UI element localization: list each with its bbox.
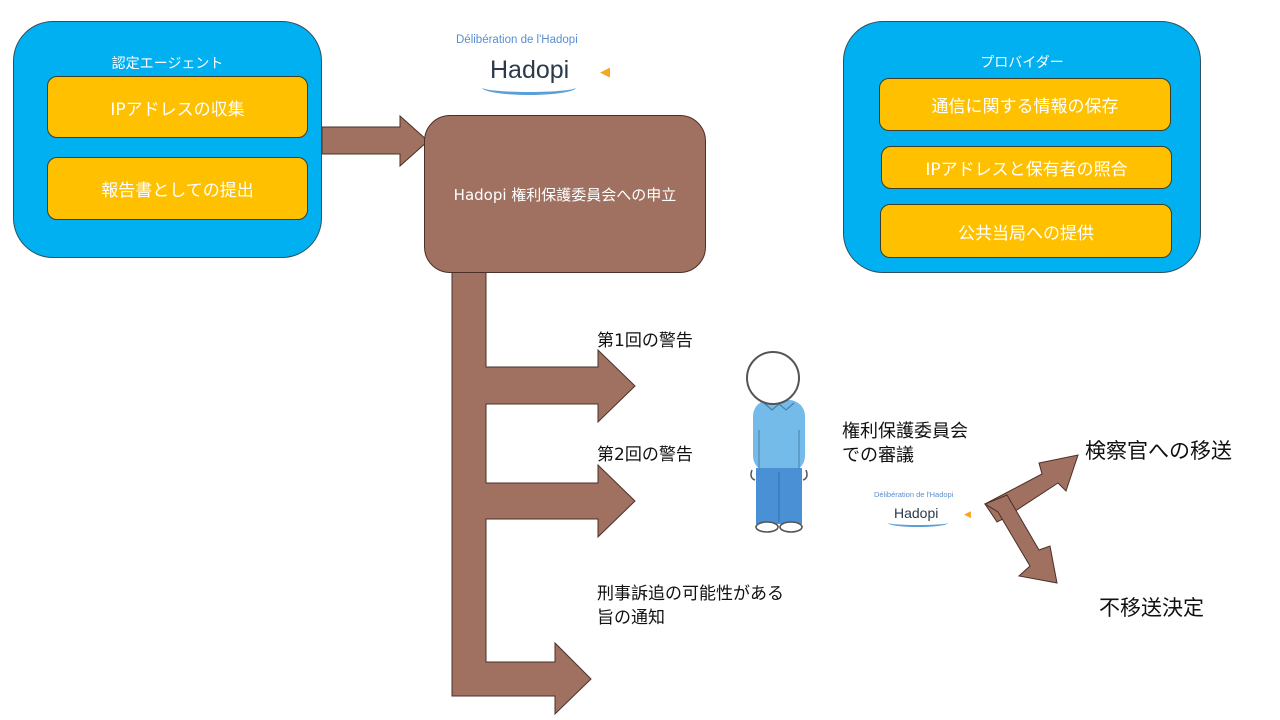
label-second-warning: 第2回の警告 xyxy=(597,445,693,465)
task-provide-authorities: 公共当局への提供 xyxy=(880,204,1172,258)
hadopi-logo-top: Délibération de l'Hadopi Hadopi ◀ xyxy=(450,34,620,98)
logo-caption: Délibération de l'Hadopi xyxy=(456,34,578,46)
logo-word: Hadopi xyxy=(894,505,939,521)
logo-marker-icon: ◀ xyxy=(600,65,610,80)
agent-group-title: 認定エージェント xyxy=(111,56,224,72)
person-icon xyxy=(746,351,808,533)
agent-group: 認定エージェント IPアドレスの収集 報告書としての提出 xyxy=(13,21,322,258)
task-submit-report: 報告書としての提出 xyxy=(47,157,308,220)
hadopi-logo-bottom: Délibération de l'Hadopi Hadopi ◀ xyxy=(872,490,982,534)
arrow-agent-to-central xyxy=(321,114,429,168)
provider-group-title: プロバイダー xyxy=(980,55,1064,71)
label-deliberation-line1: 権利保護委員会 xyxy=(842,421,968,442)
task-store-comm-info: 通信に関する情報の保存 xyxy=(879,78,1171,131)
logo-swoosh-icon xyxy=(482,80,576,95)
outcome-referral: 検察官への移送 xyxy=(1085,439,1232,463)
label-deliberation-line2: での審議 xyxy=(842,445,914,466)
task-match-ip-holder: IPアドレスと保有者の照合 xyxy=(881,146,1172,189)
task-collect-ip: IPアドレスの収集 xyxy=(47,76,308,138)
central-petition-box: Hadopi 権利保護委員会への申立 xyxy=(424,115,706,273)
arrow-trunk-branches xyxy=(451,271,636,716)
logo-marker-icon: ◀ xyxy=(964,510,971,520)
label-notice-line1: 刑事訴追の可能性がある xyxy=(597,584,784,604)
logo-caption: Délibération de l'Hadopi xyxy=(874,490,954,499)
outcome-no-referral: 不移送決定 xyxy=(1099,596,1204,620)
label-notice-line2: 旨の通知 xyxy=(597,608,665,628)
provider-group: プロバイダー 通信に関する情報の保存 IPアドレスと保有者の照合 公共当局への提… xyxy=(843,21,1201,273)
arrow-to-no-referral xyxy=(983,494,1058,584)
label-first-warning: 第1回の警告 xyxy=(597,331,693,351)
logo-swoosh-icon xyxy=(888,519,948,527)
